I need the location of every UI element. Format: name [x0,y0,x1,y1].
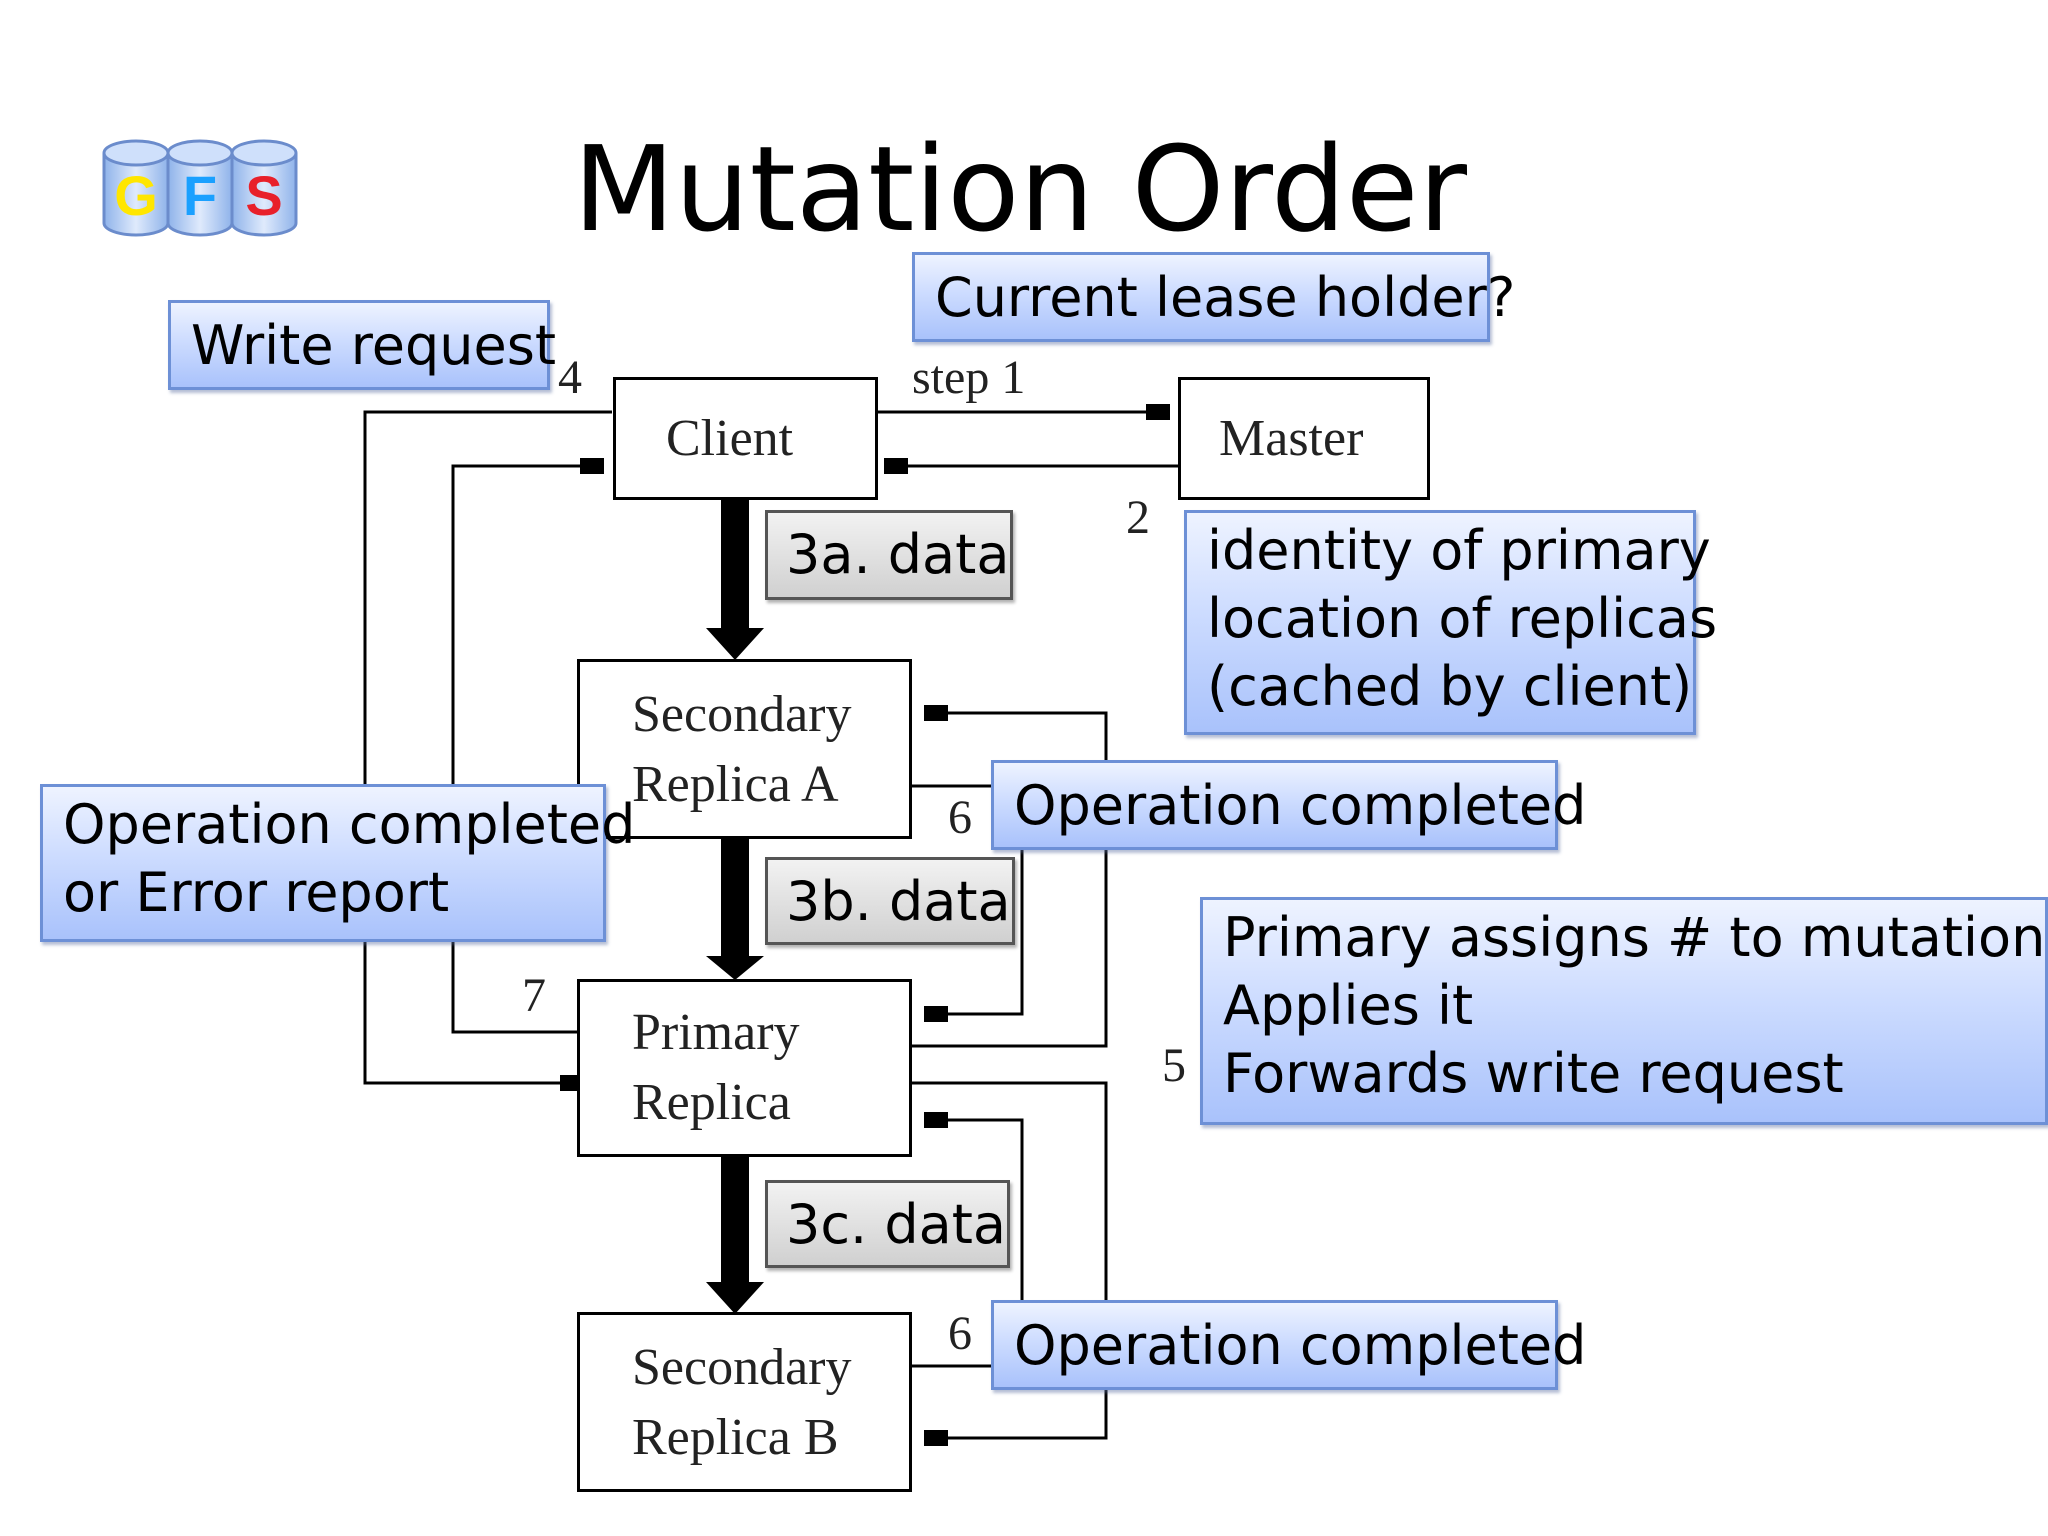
logo-letter-f: F [183,164,217,227]
lease-holder-text: Current lease holder? [935,266,1516,329]
data-arrow-c [721,1156,749,1282]
data-label-3c: 3c. data [765,1180,1010,1268]
op-completed-b-text: Operation completed [1014,1314,1587,1377]
arrowhead [1146,404,1170,420]
callout-operation-completed-b: Operation completed [991,1300,1587,1390]
data-arrow-c-head [706,1282,764,1314]
cylinder-icon [102,139,170,237]
secondary-replica-a-node: Secondary Replica A [577,659,912,839]
op-error-line1: Operation completed [63,793,636,856]
primary-assigns-line3: Forwards write request [1223,1042,1844,1105]
identity-line2: location of replicas [1207,587,1718,650]
secondary-b-line1: Secondary [632,1339,852,1396]
primary-line1: Primary [632,1004,800,1061]
primary-assigns-line2: Applies it [1223,974,1474,1037]
step4-label: 4 [558,351,582,404]
step1-label: step 1 [912,351,1026,404]
data-label-3a: 3a. data [765,510,1013,600]
step6b-label: 6 [948,1307,972,1360]
secondary-a-line1: Secondary [632,686,852,743]
secondary-replica-b-node: Secondary Replica B [577,1312,912,1492]
write-request-text: Write request [191,314,557,377]
master-label: Master [1219,410,1364,467]
secondary-a-line2: Replica A [632,756,839,813]
arrowhead [924,1006,948,1022]
data-label-3b: 3b. data [765,857,1015,945]
callout-identity-of-primary: identity of primary location of replicas… [1184,510,1718,735]
logo-letter-g: G [114,164,158,227]
gfs-logo: G F S [100,135,305,245]
arrowhead [924,1112,948,1128]
data-arrow-b-head [706,956,764,980]
identity-line3: (cached by client) [1207,655,1693,718]
data-arrow-a-head [706,628,764,660]
client-label: Client [666,410,794,467]
step4-line [363,410,612,1085]
data-arrow-b [721,838,749,956]
arrowhead [580,458,604,474]
op-error-line2: or Error report [63,861,450,924]
callout-write-request: Write request [168,300,557,390]
primary-line2: Replica [632,1074,791,1131]
primary-replica-node: Primary Replica [577,979,912,1157]
callout-primary-assigns: Primary assigns # to mutations Applies i… [1200,897,2048,1125]
callout-operation-completed-or-error: Operation completed or Error report [40,784,636,942]
client-node: Client [613,377,878,500]
arrowhead [924,1430,948,1446]
step2-label: 2 [1126,491,1150,544]
step5-label: 5 [1162,1039,1186,1092]
callout-lease-holder: Current lease holder? [912,252,1516,342]
step5-line-b [912,1081,1108,1440]
step7-line [451,464,592,1034]
cylinder-icon [166,139,234,237]
logo-letter-s: S [245,164,282,227]
cylinder-icon [230,139,298,237]
slide-title: Mutation Order [572,120,1468,258]
step6a-label: 6 [948,791,972,844]
op-completed-a-text: Operation completed [1014,774,1587,837]
identity-line1: identity of primary [1207,519,1711,582]
primary-assigns-line1: Primary assigns # to mutations [1223,906,2048,969]
arrowhead [924,705,948,721]
arrowhead [884,458,908,474]
secondary-b-line2: Replica B [632,1409,839,1466]
data-arrow-a [721,498,749,628]
master-node: Master [1178,377,1430,500]
callout-operation-completed-a: Operation completed [991,760,1587,850]
step5-line-a [912,711,1108,1048]
step6-line-b [912,1118,1024,1368]
step7-label: 7 [522,969,546,1022]
step6-line-a [912,784,1024,1016]
